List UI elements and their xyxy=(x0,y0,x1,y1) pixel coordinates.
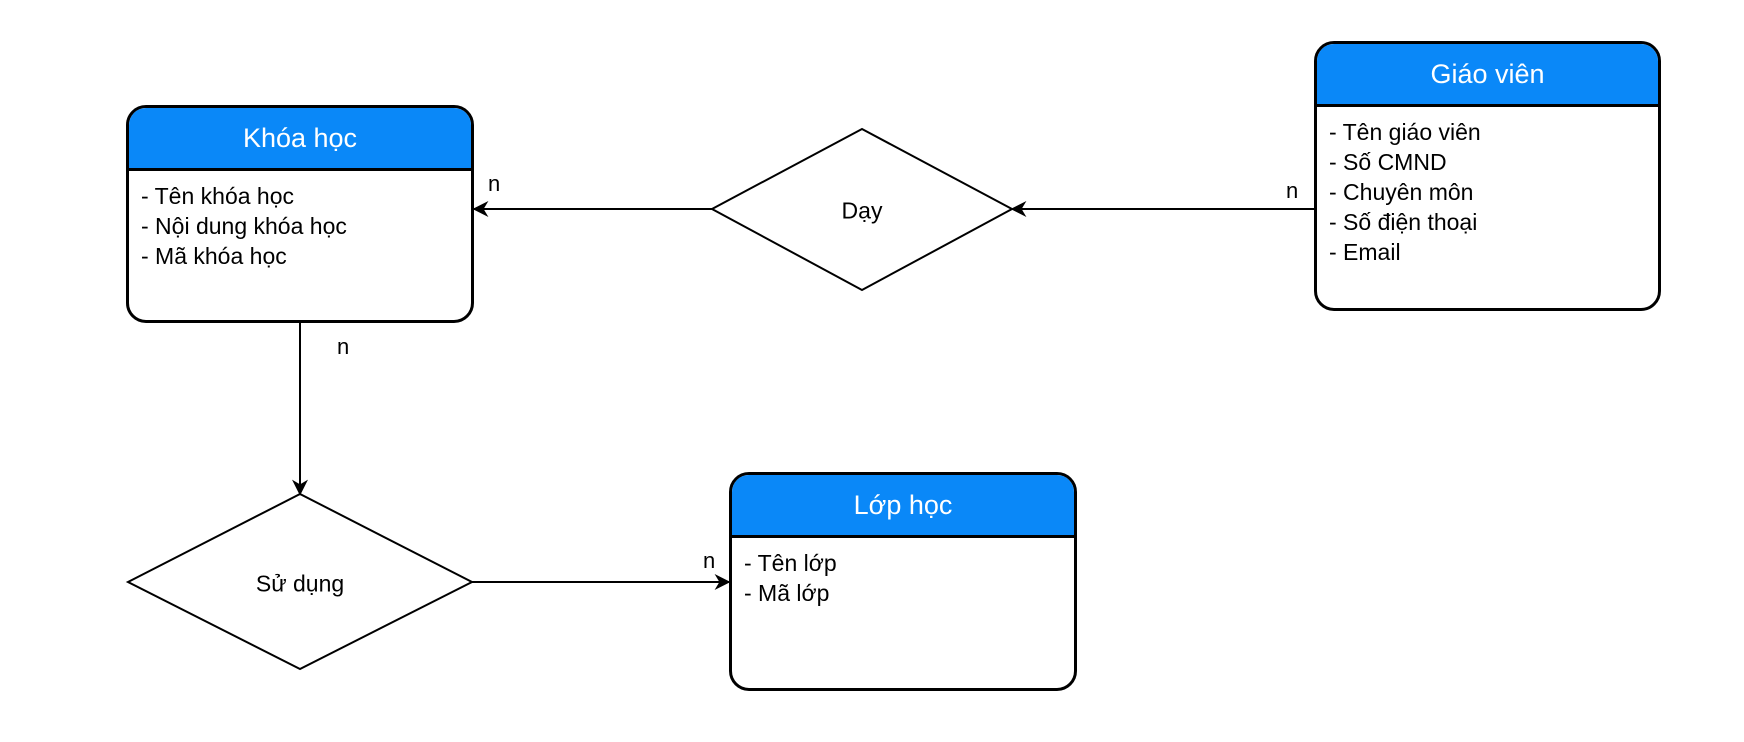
attribute-email: - Email xyxy=(1329,239,1401,265)
cardinality-giao-vien-day: n xyxy=(1286,178,1299,203)
entity-giao-vien[interactable]: Giáo viên - Tên giáo viên - Số CMND - Ch… xyxy=(1314,41,1661,311)
entity-giao-vien-header: Giáo viên xyxy=(1317,44,1658,107)
attribute-so-dien-thoai: - Số điện thoại xyxy=(1329,209,1478,235)
entity-lop-hoc-header: Lớp học xyxy=(732,475,1074,538)
attribute-ten-giao-vien: - Tên giáo viên xyxy=(1329,119,1481,145)
relationship-day-label: Dạy xyxy=(841,197,883,224)
entity-lop-hoc[interactable]: Lớp học - Tên lớp - Mã lớp xyxy=(729,472,1077,691)
attribute-so-cmnd: - Số CMND xyxy=(1329,149,1447,175)
cardinality-khoa-hoc-su-dung: n xyxy=(337,334,350,359)
attribute-ten-lop: - Tên lớp xyxy=(744,550,837,576)
entity-giao-vien-attributes: - Tên giáo viên - Số CMND - Chuyên môn -… xyxy=(1317,107,1658,267)
attribute-ma-lop: - Mã lớp xyxy=(744,580,830,606)
cardinality-khoa-hoc-day: n xyxy=(488,171,501,196)
entity-lop-hoc-attributes: - Tên lớp - Mã lớp xyxy=(732,538,1074,608)
attribute-noi-dung-khoa-hoc: - Nội dung khóa học xyxy=(141,213,347,239)
relationship-su-dung-label: Sử dụng xyxy=(255,570,345,597)
cardinality-lop-hoc-su-dung: n xyxy=(703,548,716,573)
entity-khoa-hoc-header: Khóa học xyxy=(129,108,471,171)
attribute-ten-khoa-hoc: - Tên khóa học xyxy=(141,183,295,209)
attribute-ma-khoa-hoc: - Mã khóa học xyxy=(141,243,287,269)
entity-khoa-hoc[interactable]: Khóa học - Tên khóa học - Nội dung khóa … xyxy=(126,105,474,323)
entity-khoa-hoc-attributes: - Tên khóa học - Nội dung khóa học - Mã … xyxy=(129,171,471,271)
attribute-chuyen-mon: - Chuyên môn xyxy=(1329,179,1474,205)
